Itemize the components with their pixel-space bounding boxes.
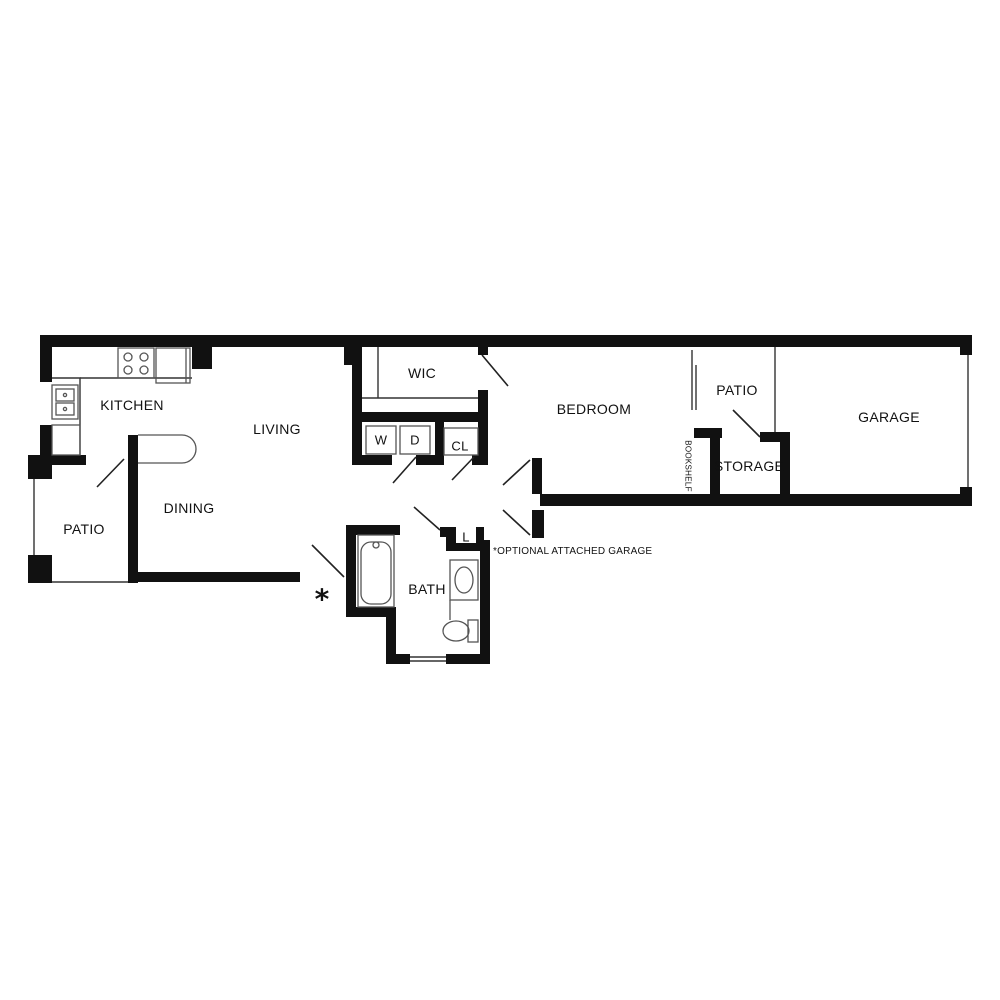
label-linen: L: [462, 529, 470, 545]
room-label-wic: WIC: [407, 365, 437, 381]
fridge-fixture: [155, 347, 191, 384]
room-label-storage: STORAGE: [713, 458, 785, 474]
fixtures: [51, 347, 479, 643]
doors: [96, 354, 761, 578]
optional-garage-note: *OPTIONAL ATTACHED GARAGE: [493, 546, 653, 557]
room-label-kitchen: KITCHEN: [100, 397, 164, 413]
range-fixture: [117, 347, 155, 379]
bathtub-fixture: [357, 534, 395, 608]
asterisk-marker: *: [314, 582, 330, 616]
room-label-garage: GARAGE: [858, 409, 920, 425]
room-label-patio-right: PATIO: [716, 382, 758, 398]
label-washer: W: [374, 432, 388, 448]
label-closet: CL: [451, 438, 469, 454]
label-bookshelf: BOOKSHELF: [683, 440, 693, 492]
walls: [28, 335, 972, 664]
label-dryer: D: [410, 432, 420, 448]
washer-fixture: [365, 425, 397, 455]
toilet-fixture: [442, 620, 470, 642]
bath-sink-fixture: [449, 559, 479, 601]
room-label-bedroom: BEDROOM: [556, 401, 632, 417]
dryer-fixture: [399, 425, 431, 455]
room-label-dining: DINING: [163, 500, 215, 516]
island-fixture: [138, 434, 197, 464]
kitchen-sink-fixture: [51, 384, 79, 420]
room-label-patio-left: PATIO: [63, 521, 105, 537]
room-label-living: LIVING: [253, 421, 301, 437]
room-label-bath: BATH: [408, 581, 446, 597]
